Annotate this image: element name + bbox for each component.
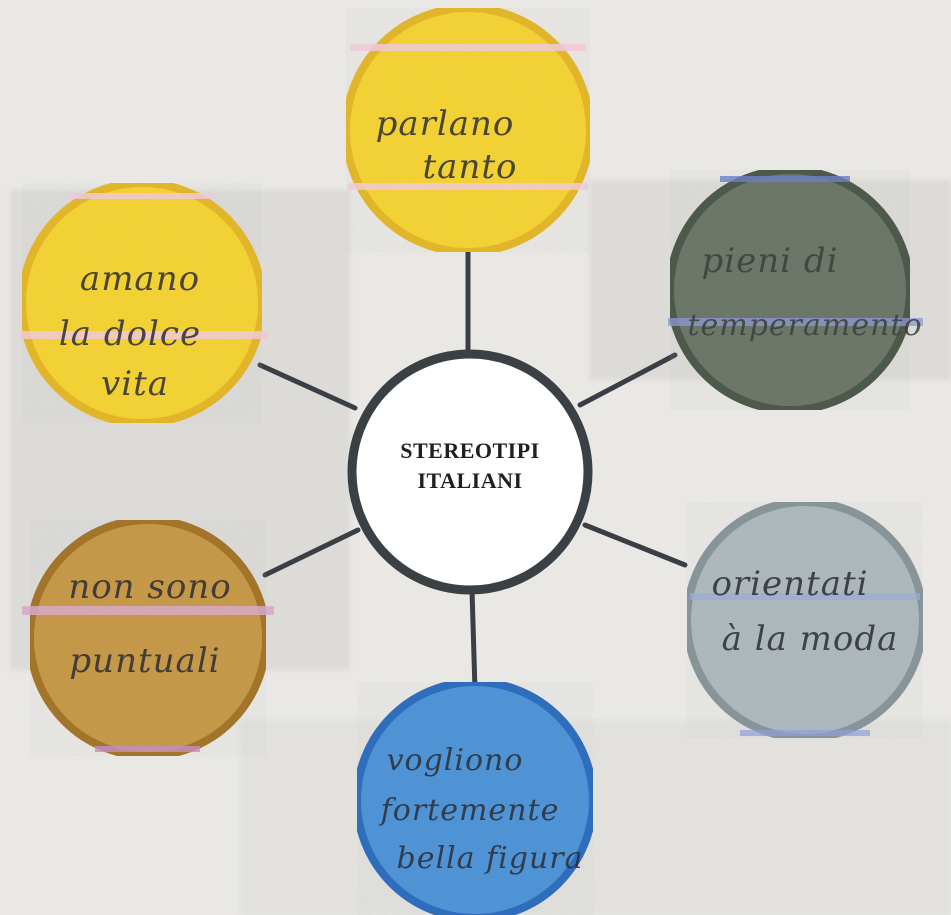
highlight-stripe xyxy=(22,606,274,615)
node-bottom-left-line-1: non sono xyxy=(68,567,231,607)
node-bottom-left: non sono puntuali xyxy=(22,516,274,760)
node-top-right: pieni di temperamento xyxy=(666,166,923,414)
node-bottom-left-line-2: puntuali xyxy=(69,641,220,681)
node-top-right-line-1: pieni di xyxy=(702,241,839,281)
node-top-right-circle xyxy=(666,166,914,414)
center-title-line-1: STEREOTIPI xyxy=(400,438,540,463)
node-bottom-right-circle xyxy=(683,498,927,742)
node-top-left-line-3: vita xyxy=(101,364,169,404)
node-top-circle xyxy=(342,4,594,256)
node-bottom-left-circle xyxy=(26,516,270,760)
connector-top-right xyxy=(577,352,678,408)
node-top: parlano tanto xyxy=(342,4,594,256)
node-top-left: amano la dolce vita xyxy=(18,179,268,427)
highlight-stripe xyxy=(668,318,923,326)
node-top-left-circle xyxy=(18,179,266,427)
highlight-stripe xyxy=(720,176,850,182)
connector-lines xyxy=(257,247,688,693)
node-bottom: vogliono fortemente bella figura xyxy=(353,678,597,915)
highlight-stripe xyxy=(95,746,200,752)
highlight-stripe xyxy=(348,183,588,190)
node-bottom-right: orientati à la moda xyxy=(683,498,927,742)
node-top-left-line-2: la dolce xyxy=(59,314,201,354)
node-bottom-line-2: fortemente xyxy=(379,793,560,828)
node-bottom-right-line-1: orientati xyxy=(711,564,868,604)
node-top-right-line-2: temperamento xyxy=(687,308,922,343)
center-node: STEREOTIPI ITALIANI xyxy=(347,349,593,595)
node-top-line-1: parlano xyxy=(376,104,515,144)
node-bottom-right-line-2: à la moda xyxy=(722,619,899,659)
center-title-line-2: ITALIANI xyxy=(417,468,522,493)
connector-top-left xyxy=(257,362,358,411)
center-circle xyxy=(347,349,593,595)
highlight-stripe xyxy=(740,730,870,736)
connector-bottom xyxy=(469,587,478,693)
highlight-stripe xyxy=(690,593,920,600)
node-bottom-line-1: vogliono xyxy=(387,743,524,778)
connector-bottom-left xyxy=(262,527,361,578)
highlight-stripe xyxy=(350,44,586,51)
node-bottom-circle xyxy=(353,678,597,915)
node-top-left-line-1: amano xyxy=(80,259,200,299)
node-top-line-2: tanto xyxy=(423,147,518,187)
highlight-stripe xyxy=(20,331,268,339)
connector-bottom-right xyxy=(582,522,688,568)
node-bottom-line-3: bella figura xyxy=(396,841,583,876)
highlight-stripe xyxy=(70,193,215,199)
